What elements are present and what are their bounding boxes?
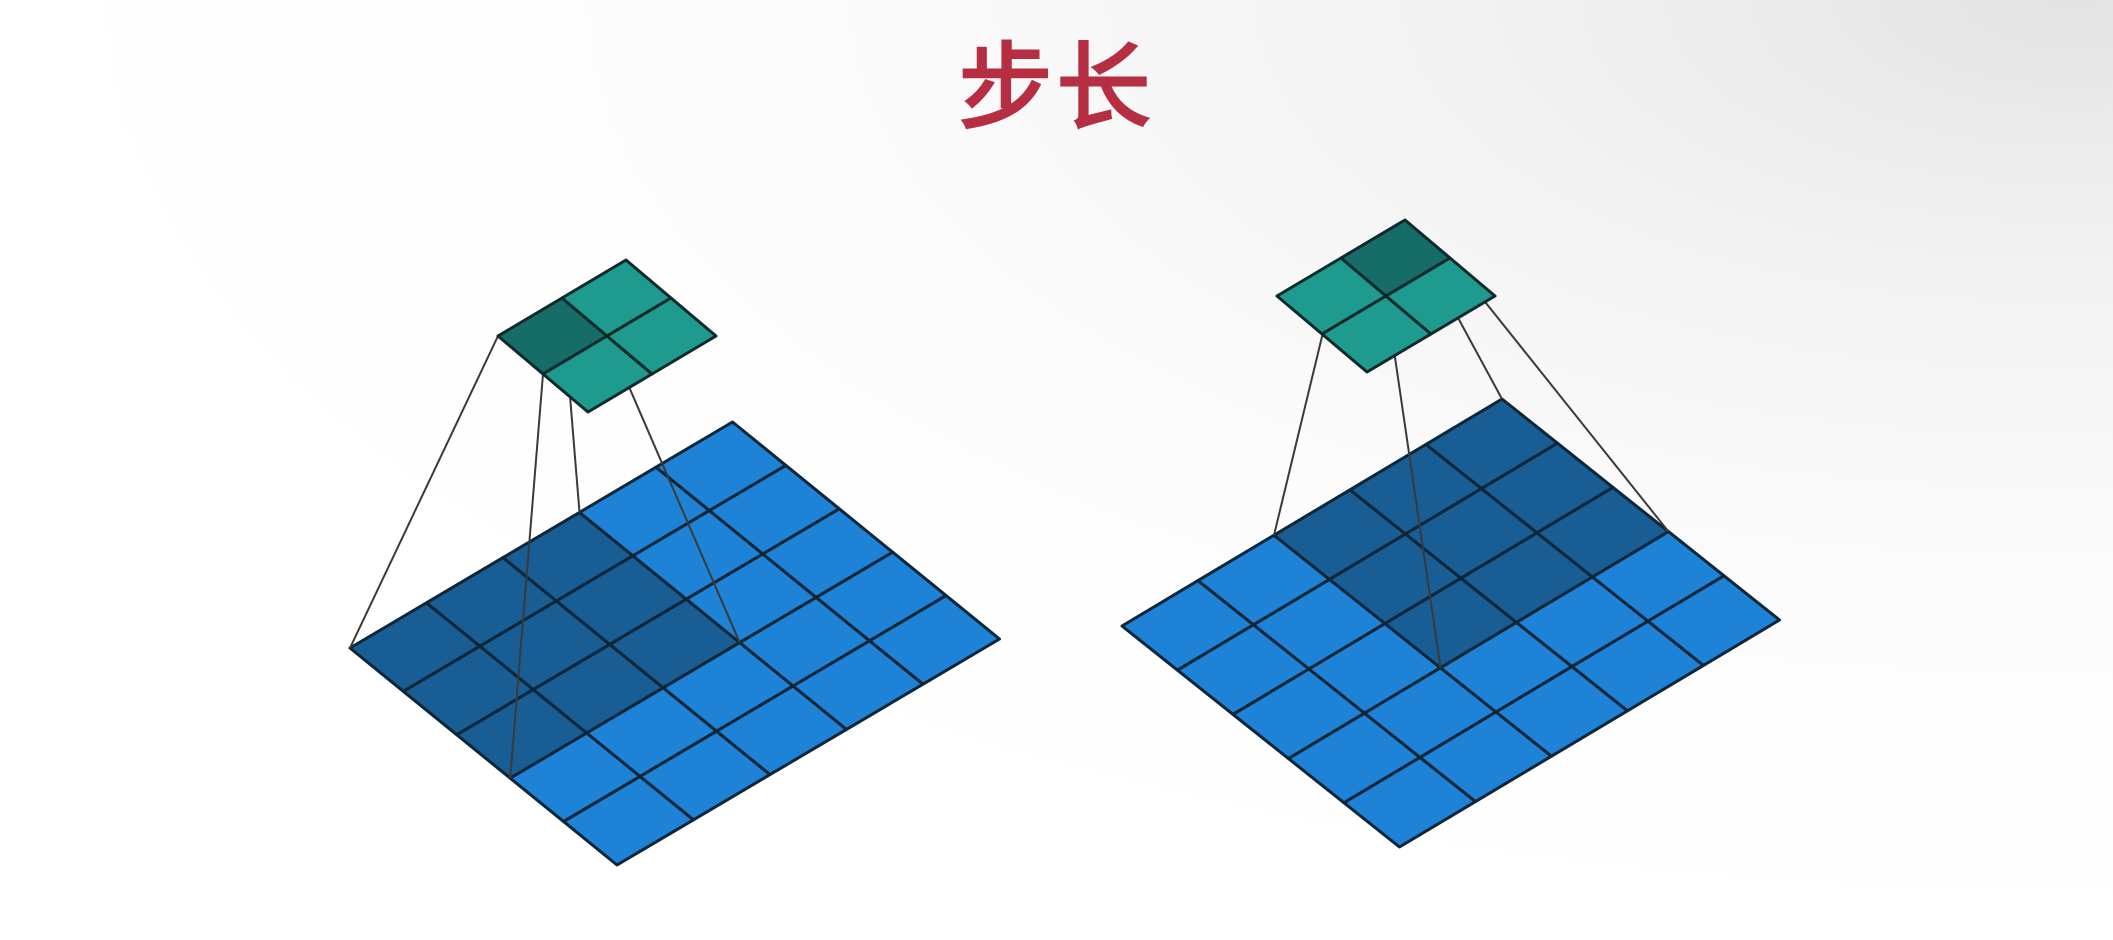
input-grid [1120, 397, 1781, 849]
input-grid [348, 420, 1001, 867]
page-title: 步长 [958, 34, 1155, 143]
output-cell [1384, 256, 1497, 336]
projection-line [509, 373, 544, 779]
input-cell [868, 594, 1001, 686]
projection-line [1385, 295, 1442, 668]
left-convolution-diagram [348, 258, 1001, 867]
output-cell [605, 296, 718, 376]
output-grid [1275, 218, 1497, 374]
projection-line [1449, 257, 1670, 533]
projection-line [349, 335, 499, 649]
input-cell [1646, 574, 1781, 667]
output-grid [496, 258, 718, 414]
right-convolution-diagram [1120, 218, 1781, 849]
